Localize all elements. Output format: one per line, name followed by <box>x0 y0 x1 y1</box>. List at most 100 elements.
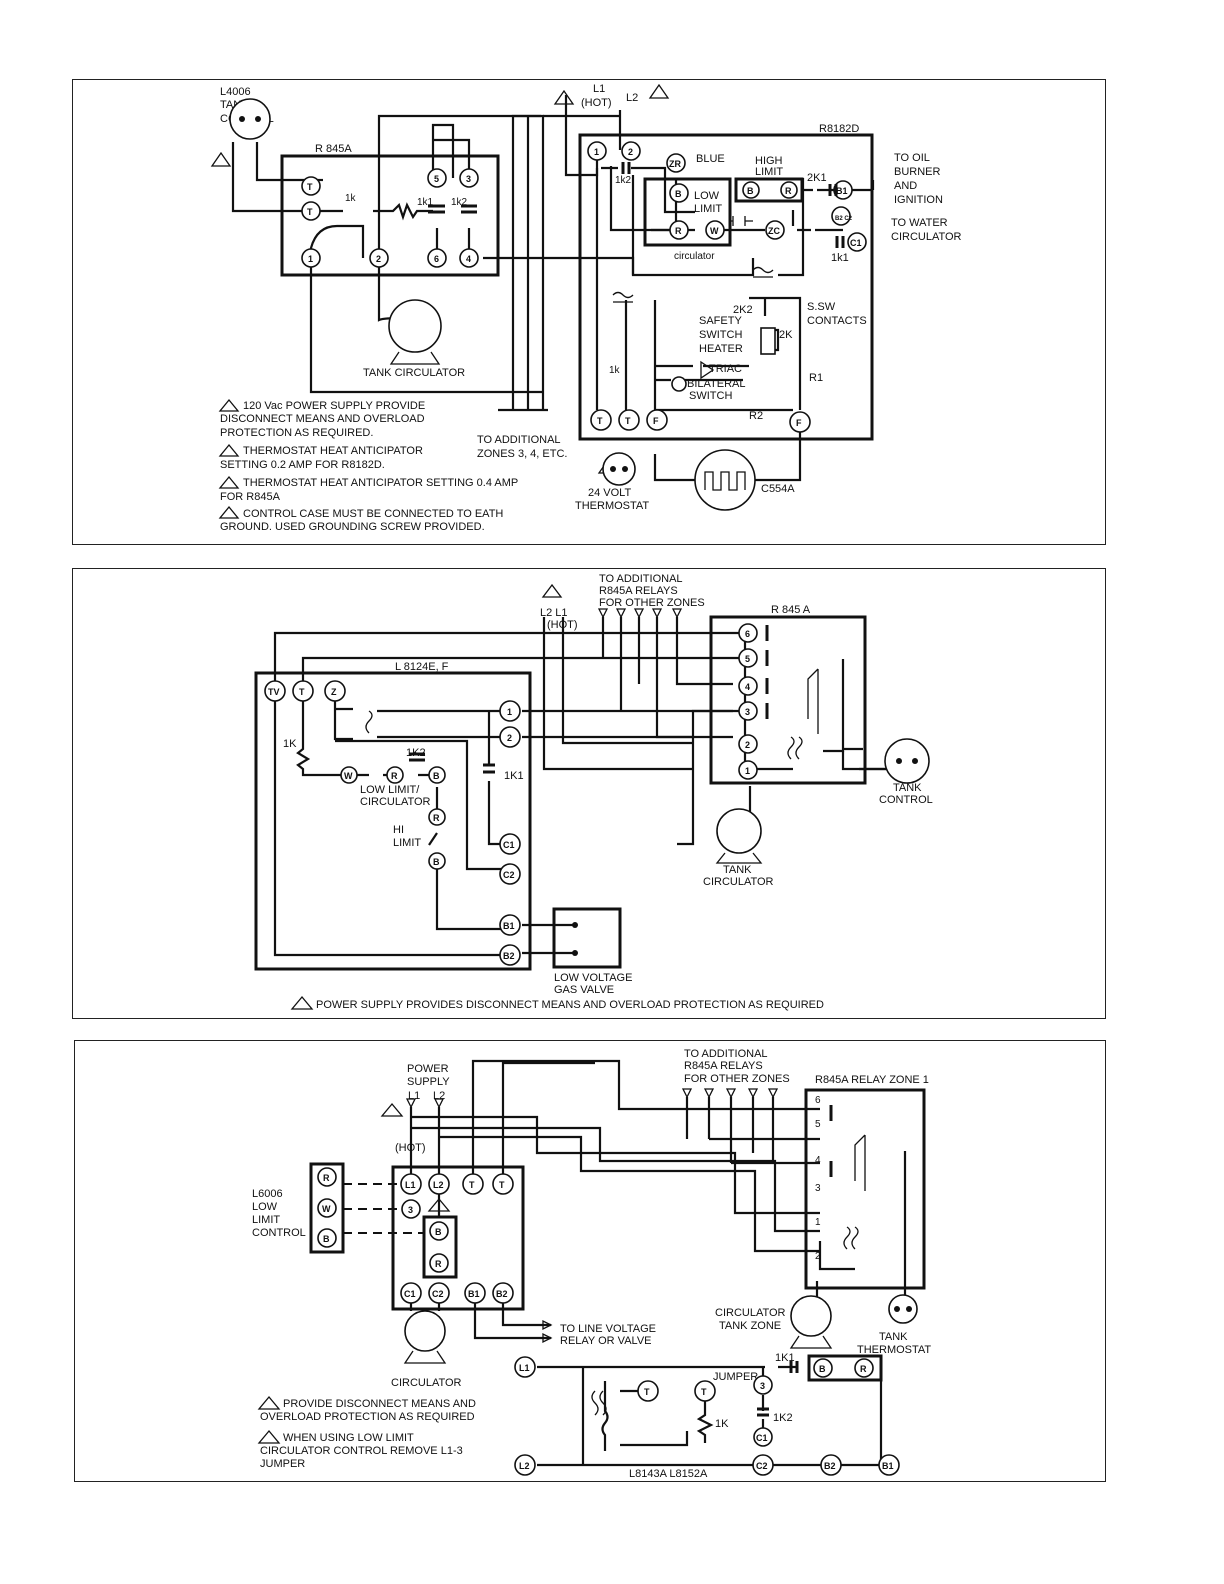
terminal-label: T <box>307 182 313 192</box>
terminal-label: Z <box>331 687 337 697</box>
terminal-t <box>618 409 640 431</box>
terminal-label: 6 <box>745 629 750 639</box>
jumper-label: JUMPER <box>713 1371 758 1383</box>
terminal-dot-icon <box>906 1306 912 1312</box>
terminal-b1 <box>499 914 521 936</box>
terminal-label: R <box>391 771 398 781</box>
safety-label-2: SWITCH <box>699 329 742 341</box>
relay-coil-icon <box>807 668 819 734</box>
terminal-label: 1 <box>594 147 599 157</box>
terminal-w <box>340 766 358 784</box>
l2-label: L2 <box>626 92 638 104</box>
terminal-t <box>694 1380 716 1402</box>
note-1-line-1: 120 Vac POWER SUPPLY PROVIDE <box>243 400 425 412</box>
terminal-3 <box>753 1375 773 1395</box>
note-1-line-1: PROVIDE DISCONNECT MEANS AND <box>283 1398 476 1410</box>
arrow-up-icon <box>405 1088 779 1109</box>
capacitor-icon <box>461 204 477 214</box>
terminal-r <box>854 1358 874 1378</box>
r845a-relay-box <box>280 154 500 277</box>
terminal-label: T <box>597 416 603 426</box>
warning-icon <box>648 83 670 99</box>
power-note: POWER SUPPLY PROVIDES DISCONNECT MEANS A… <box>316 999 824 1011</box>
terminal-label: C1 <box>404 1289 416 1299</box>
terminal-label: B1 <box>836 186 848 196</box>
terminal-2 <box>369 248 389 268</box>
high-limit-label-1: HIGH <box>755 155 783 167</box>
r8182d-control-box <box>578 133 874 441</box>
l4006-label-1: L4006 <box>220 86 251 98</box>
terminal-4 <box>738 676 758 696</box>
terminal-label: W <box>344 771 353 781</box>
additional-label-2: R845A RELAYS <box>684 1060 763 1072</box>
terminal-1 <box>587 141 607 161</box>
transformer-icon <box>365 710 373 734</box>
terminal-zc <box>765 220 785 240</box>
terminal-label: B <box>747 186 754 196</box>
triac-icon <box>700 360 715 380</box>
terminal-label: C1 <box>503 840 515 850</box>
tank-circulator-pump-icon <box>388 299 442 353</box>
l1-label: L1 <box>593 83 605 95</box>
capacitor-icon <box>483 763 495 774</box>
wiring-diagram-l8143: POWER SUPPLY L1 L2 (HOT) TO ADDITIONAL R… <box>74 1040 1106 1482</box>
oil-label-3: AND <box>894 180 917 192</box>
terminal-5 <box>427 168 447 188</box>
terminal-label: R <box>675 226 682 236</box>
warning-icon <box>257 1395 281 1410</box>
terminal-label: B2 <box>824 1461 836 1471</box>
oil-label-1: TO OIL <box>894 152 930 164</box>
k-1k1-label: 1K1 <box>504 770 524 782</box>
relay-coil-icon <box>854 1134 866 1191</box>
pump-base-icon <box>389 351 441 365</box>
k-2k2-label: 2K2 <box>733 304 753 316</box>
terminal-2 <box>499 726 521 748</box>
terminal-6 <box>738 623 758 643</box>
water-label-2: CIRCULATOR <box>891 231 962 243</box>
terminal-l2 <box>514 1454 536 1476</box>
relay-2-label: 2 <box>815 1251 821 1262</box>
terminal-b1 <box>878 1454 900 1476</box>
power-label-1: POWER <box>407 1063 449 1075</box>
line-voltage-label-1: TO LINE VOLTAGE <box>560 1323 656 1335</box>
warning-icon <box>290 995 314 1010</box>
terminal-c2 <box>428 1282 450 1304</box>
bilateral-label-2: SWITCH <box>689 390 732 402</box>
tank-thermostat-label-2: THERMOSTAT <box>857 1344 931 1356</box>
l2l1-label: L2 L1 <box>540 607 568 619</box>
r845a-label: R845A RELAY ZONE 1 <box>815 1074 929 1086</box>
terminal-r <box>429 1253 449 1273</box>
terminal-label: C1 <box>756 1433 768 1443</box>
terminal-label: T <box>701 1387 707 1397</box>
thermostat-label-2: THERMOSTAT <box>575 500 649 512</box>
l6006-label-4: CONTROL <box>252 1227 306 1239</box>
k-2k-label: 2K <box>779 329 793 341</box>
terminal-label: B <box>819 1364 826 1374</box>
terminal-f <box>789 411 811 433</box>
terminal-b <box>428 766 446 784</box>
terminal-c1 <box>753 1427 773 1447</box>
capacitor-icon <box>409 752 425 762</box>
k-2k1-label: 2K1 <box>807 172 827 184</box>
low-limit-label-1: LOW LIMIT/ <box>360 784 420 796</box>
terminal-4 <box>459 248 479 268</box>
note-4-line-1: CONTROL CASE MUST BE CONNECTED TO EATH <box>243 508 503 520</box>
low-limit-box <box>643 177 732 247</box>
diagram-2-svg: TO ADDITIONAL R845A RELAYS FOR OTHER ZON… <box>254 573 933 1011</box>
terminal-label: 2 <box>376 254 381 264</box>
terminal-c1 <box>499 833 521 855</box>
terminal-label: T <box>499 1180 505 1190</box>
warning-icon <box>218 505 240 519</box>
terminal-label: C1 <box>850 238 862 248</box>
note-2-line-2: CIRCULATOR CONTROL REMOVE L1-3 <box>260 1445 463 1457</box>
terminal-label: B1 <box>468 1289 480 1299</box>
capacitor-icon <box>428 204 445 214</box>
additional-zones-label-2: ZONES 3, 4, ETC. <box>477 448 567 460</box>
safety-label-3: HEATER <box>699 343 743 355</box>
terminal-label: 4 <box>745 682 750 692</box>
k-1k-label: 1K <box>283 738 297 750</box>
terminal-3 <box>459 168 479 188</box>
terminal-b2 <box>820 1454 842 1476</box>
terminal-label: F <box>653 416 659 426</box>
terminal-label: 1 <box>745 766 750 776</box>
